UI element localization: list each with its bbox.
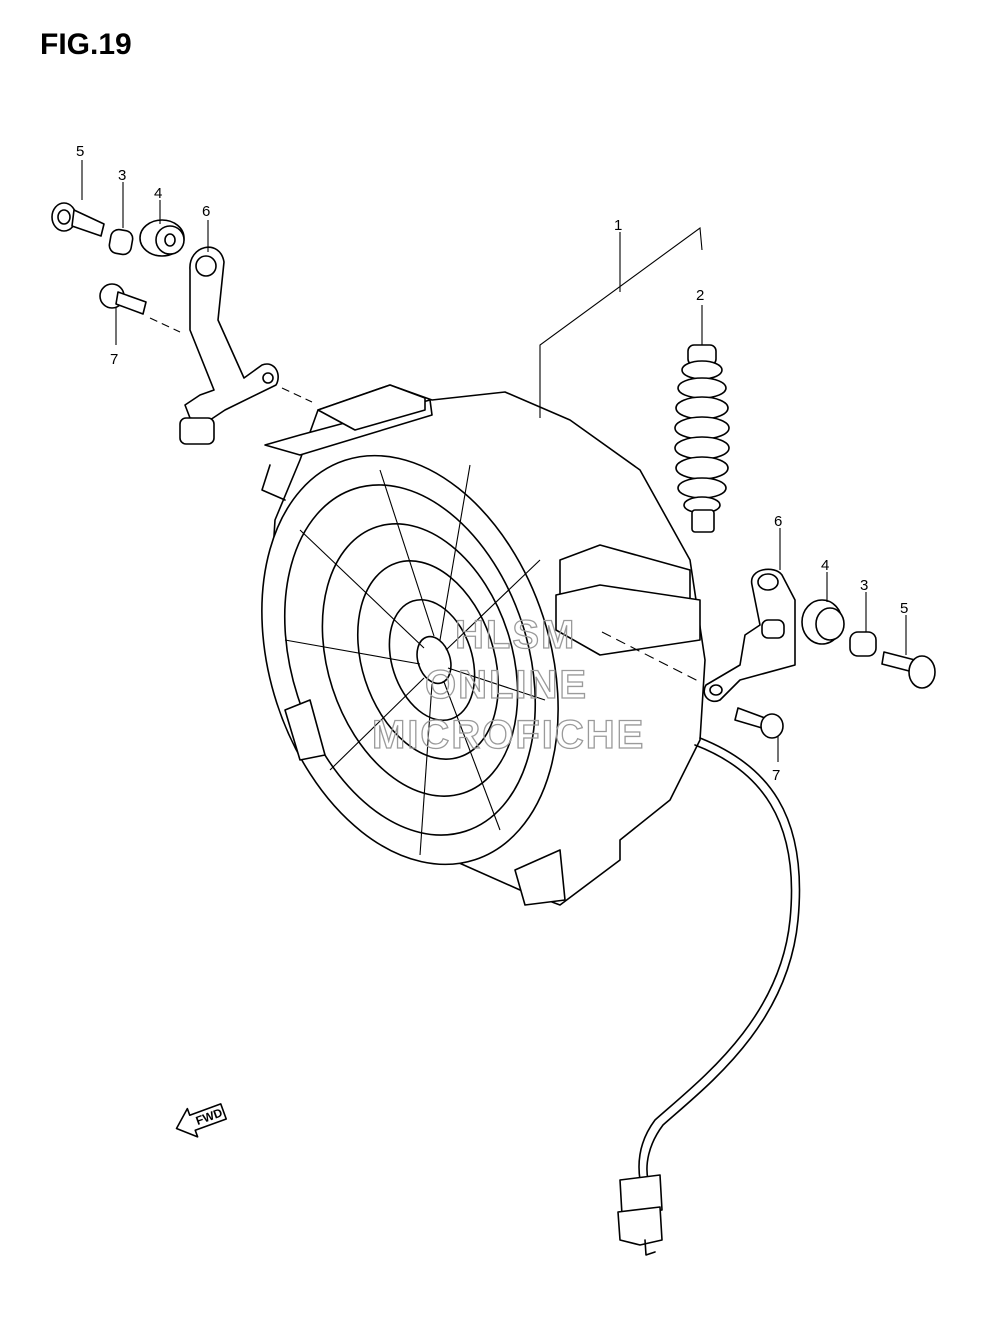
watermark-line3: MICROFICHE [372,713,645,757]
right-bracket[interactable] [703,568,796,703]
left-bolt-5[interactable] [51,202,105,237]
callout-left-5: 5 [76,143,84,160]
right-bolt-5[interactable] [881,651,936,689]
watermark-line2: ONLINE [425,663,588,707]
left-bracket[interactable] [179,246,279,445]
callout-1: 1 [614,217,622,234]
leader-lines [81,160,907,762]
cooling-fan-assembly[interactable] [212,384,801,1256]
callout-left-6: 6 [202,203,210,220]
callout-left-4: 4 [154,185,162,202]
left-collar-3[interactable] [108,228,134,256]
right-grommet-4[interactable] [801,599,845,645]
callout-2: 2 [696,287,704,304]
right-collar-3[interactable] [849,631,877,657]
figure-title: FIG.19 [40,28,132,61]
watermark: HLSM ONLINE MICROFICHE [371,612,645,757]
callout-left-7: 7 [110,351,118,368]
callout-left-3: 3 [118,167,126,184]
callout-right-6: 6 [774,513,782,530]
left-bolt-7[interactable] [99,283,147,315]
callout-right-4: 4 [821,557,829,574]
thermo-switch[interactable] [674,344,730,533]
right-bolt-7[interactable] [734,707,784,739]
callout-right-5: 5 [900,600,908,617]
watermark-line1: HLSM [455,613,576,657]
callout-right-7: 7 [772,767,780,784]
callout-right-3: 3 [860,577,868,594]
left-grommet-4[interactable] [139,219,185,257]
fwd-arrow-icon: FWD [175,1103,228,1138]
